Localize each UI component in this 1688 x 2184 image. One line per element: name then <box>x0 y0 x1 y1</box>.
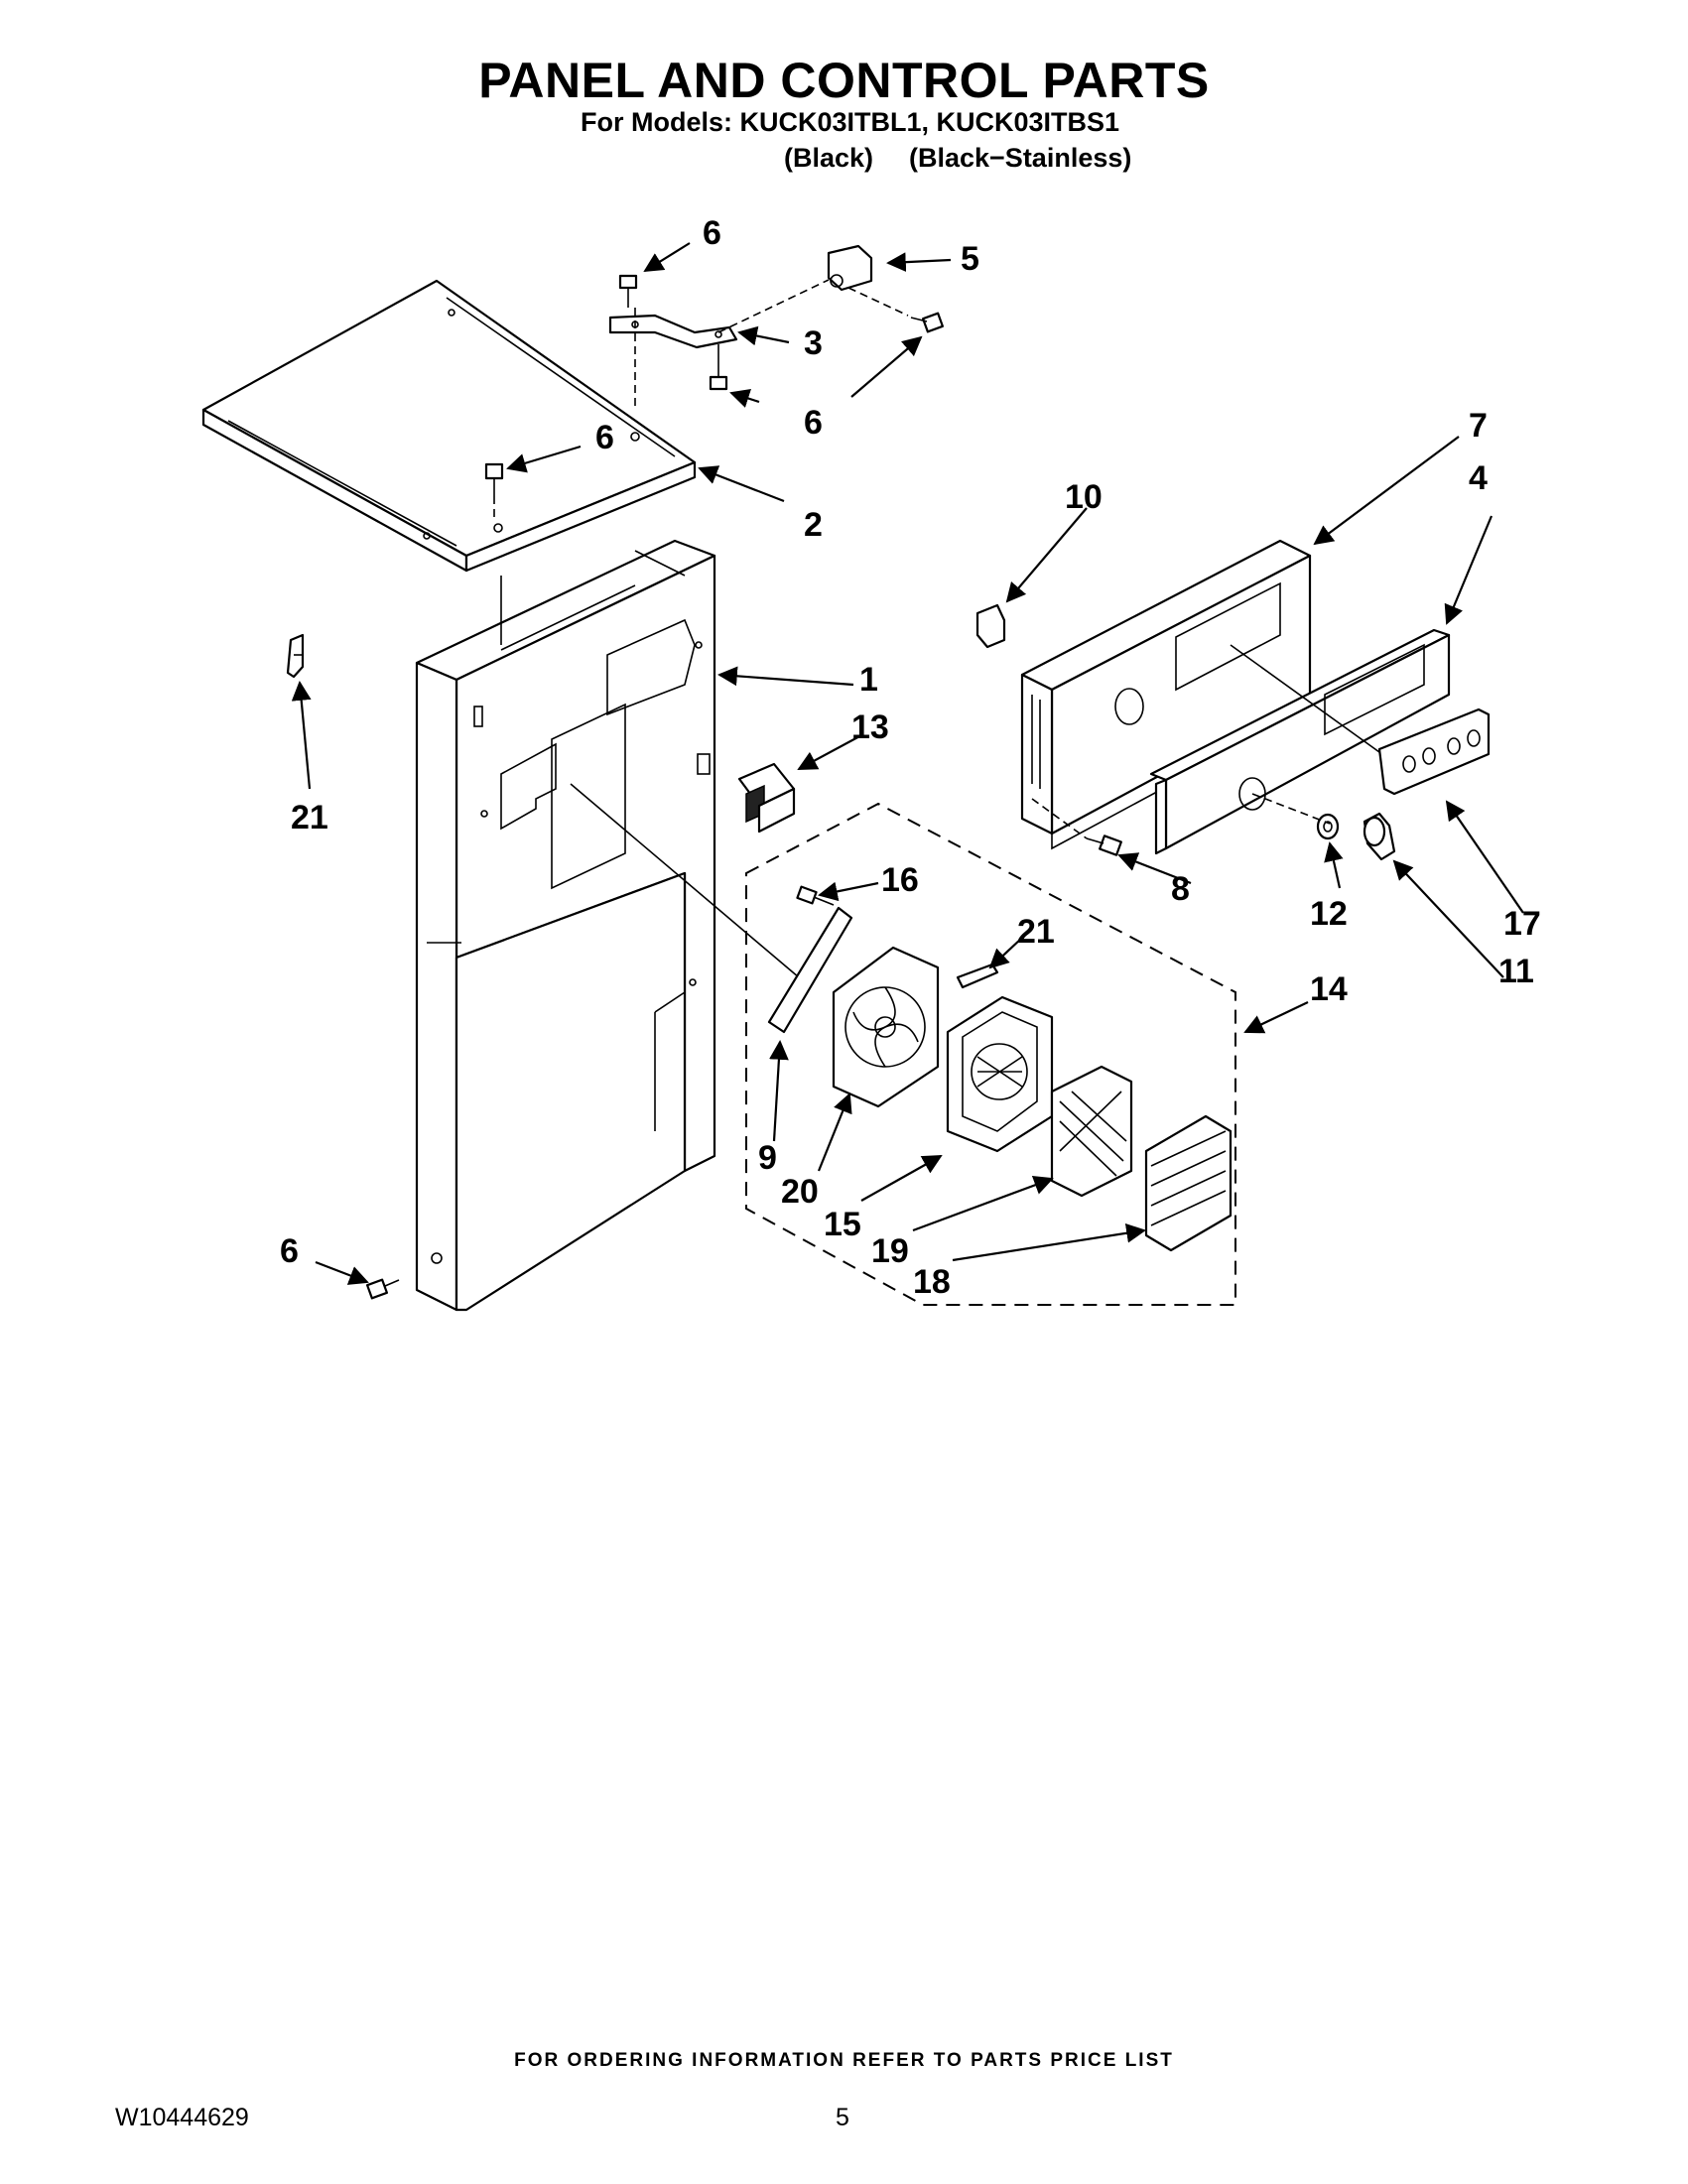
page-number: 5 <box>836 2104 849 2131</box>
screw-console <box>1086 835 1122 856</box>
rocker-switch <box>737 762 796 834</box>
callout-6-bracket: 6 <box>804 404 823 442</box>
callout-2: 2 <box>804 506 823 544</box>
callout-12: 12 <box>1310 895 1348 933</box>
control-knob <box>1363 812 1396 861</box>
callout-20: 20 <box>781 1173 819 1211</box>
sensor-block <box>827 244 873 292</box>
ordering-note: FOR ORDERING INFORMATION REFER TO PARTS … <box>514 2050 1174 2071</box>
callout-17: 17 <box>1503 905 1541 943</box>
callout-8: 8 <box>1171 870 1190 908</box>
callout-16: 16 <box>881 861 919 899</box>
fan-screw <box>796 885 835 906</box>
model-numbers: For Models: KUCK03ITBL1, KUCK03ITBS1 <box>581 107 1120 137</box>
callout-6-top: 6 <box>703 214 721 252</box>
callout-13: 13 <box>851 708 889 746</box>
mounting-bracket <box>608 314 738 349</box>
page-title: PANEL AND CONTROL PARTS <box>478 53 1210 108</box>
callout-4: 4 <box>1469 459 1488 497</box>
model-variant-black-stainless: (Black−Stainless) <box>909 143 1132 173</box>
callout-5: 5 <box>961 240 979 278</box>
screw-top <box>618 274 638 308</box>
vent-grille <box>1144 1114 1233 1252</box>
clip-left <box>286 633 305 679</box>
callout-3: 3 <box>804 324 823 362</box>
control-panel-bracket <box>415 539 716 1312</box>
callout-6-plate: 6 <box>595 419 614 456</box>
callout-21-center: 21 <box>1017 913 1055 951</box>
screw-under-bracket <box>709 352 728 391</box>
fan-shroud <box>946 995 1054 1153</box>
knob-bushing <box>1316 813 1340 840</box>
callout-6-bottom: 6 <box>280 1232 299 1270</box>
leader-arrows <box>291 242 1524 1285</box>
screw-plate <box>484 462 504 496</box>
top-cover-plate <box>201 279 697 573</box>
latch-clip <box>975 603 1006 649</box>
callout-9: 9 <box>758 1139 777 1177</box>
fan-assembly-outline <box>745 802 1236 1306</box>
document-number: W10444629 <box>115 2104 249 2131</box>
callout-11: 11 <box>1498 953 1534 990</box>
model-variant-black: (Black) <box>784 143 874 173</box>
clip-center <box>956 963 999 989</box>
callout-18: 18 <box>913 1263 951 1301</box>
screw-sensor <box>910 312 945 333</box>
callout-15: 15 <box>824 1206 861 1243</box>
cooling-fan <box>832 946 940 1108</box>
callout-7: 7 <box>1469 407 1488 445</box>
air-filter <box>1050 1065 1133 1198</box>
switch-plate <box>1377 707 1491 796</box>
callout-10: 10 <box>1065 478 1103 516</box>
callout-14: 14 <box>1310 970 1348 1008</box>
callout-21-left: 21 <box>291 799 328 836</box>
front-control-panel <box>1149 628 1451 855</box>
fan-bracket-strip <box>767 906 853 1034</box>
callout-19: 19 <box>871 1232 909 1270</box>
screw-bottom <box>365 1278 400 1300</box>
callout-1: 1 <box>859 661 878 699</box>
